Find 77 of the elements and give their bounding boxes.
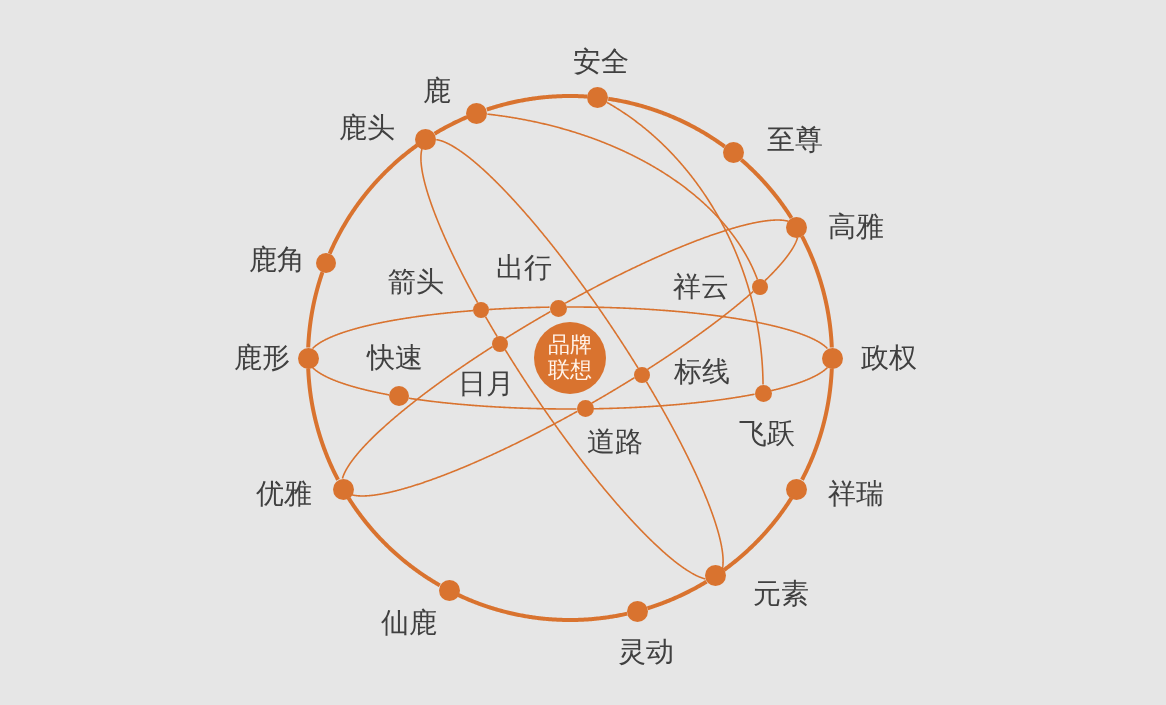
concept-label: 鹿形: [234, 344, 290, 372]
sphere-rim-arc: [306, 367, 340, 481]
node-dot: [821, 347, 843, 369]
orbit-line: [407, 397, 578, 410]
orbit-line: [645, 380, 724, 569]
concept-label: 祥瑞: [828, 480, 884, 508]
concept-label: 优雅: [256, 480, 312, 508]
node-dot: [722, 142, 744, 164]
sphere-rim-arc: [485, 94, 589, 112]
node-dot: [332, 478, 354, 500]
concept-label: 飞跃: [739, 420, 795, 448]
concept-label: 灵动: [618, 638, 674, 666]
orbit-line: [592, 393, 756, 410]
orbit-line: [486, 113, 759, 281]
sphere-rim-arc: [306, 270, 325, 349]
node-dot: [752, 279, 768, 295]
concept-label: 道路: [587, 428, 643, 456]
orbit-line: [504, 349, 707, 580]
sphere-rim-arc: [327, 143, 419, 256]
sphere-rim-arc: [800, 367, 834, 481]
concept-label: 鹿: [423, 77, 451, 105]
concept-label: 日月: [458, 370, 514, 398]
node-dot: [754, 384, 772, 402]
orbit-line: [435, 138, 639, 369]
node-dot: [704, 565, 726, 587]
concept-label: 鹿头: [339, 114, 395, 142]
sphere-rim-arc: [457, 593, 629, 622]
hub-circle: 品牌联想: [534, 322, 606, 394]
node-dot: [634, 367, 650, 383]
concept-label: 快速: [367, 344, 423, 372]
orbit-line: [311, 309, 474, 350]
node-dot: [549, 299, 567, 317]
node-dot: [438, 579, 460, 601]
node-dot: [626, 600, 648, 622]
orbit-line: [565, 306, 829, 350]
sphere-rim-arc: [433, 115, 469, 136]
orbit-line: [606, 101, 764, 386]
node-dot: [587, 86, 609, 108]
concept-label: 元素: [753, 580, 809, 608]
orbit-line: [484, 315, 498, 338]
orbit-line: [420, 148, 479, 304]
orbit-line: [764, 236, 799, 282]
node-dot: [466, 102, 488, 124]
node-dot: [415, 128, 437, 150]
node-dot: [389, 386, 409, 406]
orbit-line: [351, 410, 578, 497]
concept-label: 出行: [496, 254, 552, 282]
orbit-line: [646, 290, 755, 371]
node-dot: [786, 478, 808, 500]
node-dot: [492, 336, 508, 352]
node-dot: [576, 399, 594, 417]
sphere-rim-arc: [646, 579, 708, 611]
sphere-rim-arc: [722, 496, 794, 572]
node-dot: [473, 302, 489, 318]
orbit-line: [564, 219, 789, 305]
concept-label: 政权: [861, 344, 917, 372]
concept-label: 祥云: [673, 273, 729, 301]
orbit-line: [770, 366, 829, 392]
orbit-line: [488, 306, 551, 311]
concept-label: 鹿角: [249, 246, 305, 274]
orbit-line: [341, 345, 494, 480]
concept-label: 安全: [573, 48, 629, 76]
node-dot: [297, 347, 319, 369]
concept-label: 仙鹿: [381, 609, 437, 637]
concept-label: 高雅: [828, 213, 884, 241]
node-dot: [786, 216, 808, 238]
sphere-rim-arc: [739, 158, 794, 220]
sphere-rim-arc: [346, 496, 442, 588]
concept-label: 至尊: [767, 126, 823, 154]
sphere-rim-arc: [800, 234, 834, 349]
concept-label: 标线: [674, 358, 730, 386]
orbit-line: [311, 366, 390, 396]
node-dot: [315, 252, 336, 273]
sphere-rim-arc: [607, 96, 727, 149]
concept-label: 箭头: [388, 268, 444, 296]
orbit-line: [504, 310, 552, 340]
orbit-line: [591, 376, 636, 404]
